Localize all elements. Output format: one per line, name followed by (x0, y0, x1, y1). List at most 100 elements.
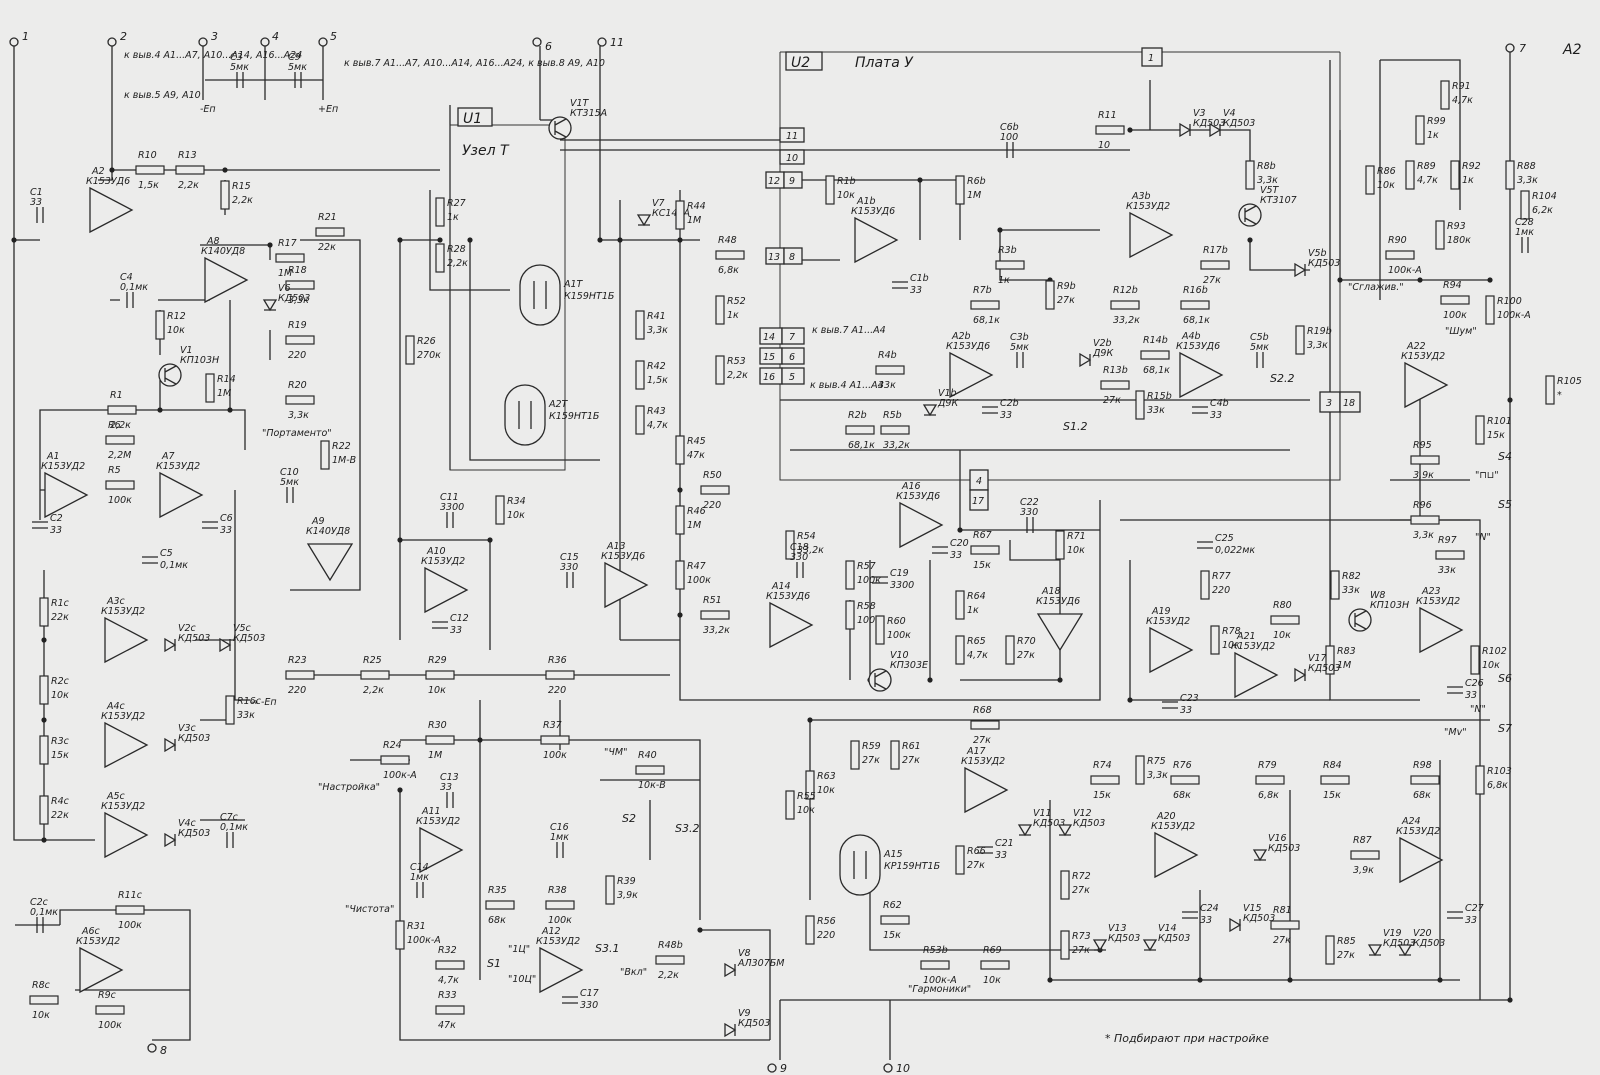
diode-symbol (219, 637, 232, 653)
component-value: 1М (217, 388, 231, 399)
resistor-symbol (970, 545, 1000, 555)
component-value: 15к (883, 930, 901, 941)
component-value: 3,3к (288, 295, 309, 306)
connector-11-label: 11 (786, 131, 798, 142)
capacitor-symbol (1026, 517, 1034, 533)
component-value: 2,2к (447, 258, 468, 269)
component-ref: A5c (106, 791, 126, 802)
capacitor-symbol (432, 621, 448, 629)
component-value: 4,7к (967, 650, 988, 661)
connector-8 (783, 247, 803, 265)
opamp-symbol (769, 601, 814, 649)
component-value: 3,9к (1413, 470, 1434, 481)
label-portamento: "Портаменто" (262, 428, 332, 439)
connector-5 (781, 367, 805, 385)
transistor-pair-symbol (519, 264, 561, 326)
switch-s1: S1 (487, 957, 501, 970)
component-ref: R47 (687, 561, 706, 572)
component-ref: R12b (1113, 285, 1138, 296)
label-saw2: "N" (1470, 704, 1486, 715)
resistor-symbol (850, 740, 860, 770)
component-value: 100 (1000, 132, 1018, 143)
board-u1-box (457, 107, 493, 127)
component-value: Д9К (937, 398, 959, 409)
component-ref: V11 (1033, 808, 1052, 819)
capacitor-symbol (1447, 686, 1463, 694)
opamp-symbol (419, 826, 464, 874)
component-ref: R78 (1222, 626, 1241, 637)
resistor-symbol (845, 425, 875, 435)
component-ref: R31 (407, 921, 426, 932)
opamp-symbol (1154, 831, 1199, 879)
component-ref: R93 (1447, 221, 1466, 232)
component-ref: R104 (1532, 191, 1557, 202)
resistor-symbol (1440, 295, 1470, 305)
connector-17-label: 17 (972, 496, 984, 507)
switch-s3-1: S3.1 (595, 942, 619, 955)
label-cap-1u: "1Ц" (508, 944, 530, 955)
component-ref: V1 (180, 345, 193, 356)
junction-dot (157, 407, 163, 413)
terminal-row: 1 2 3 4 5 6 11 7 A2 8 9 10 (9, 30, 1582, 1075)
component-ref: R90 (1388, 235, 1407, 246)
transistor-symbol (1348, 608, 1372, 632)
label-garmoniki: "Гармоники" (908, 984, 971, 995)
component-value: 22к (318, 242, 336, 253)
component-ref: V8 (738, 948, 751, 959)
component-value: К153УД6 (851, 206, 895, 217)
resistor-symbol (955, 590, 965, 620)
transistor-symbol (868, 668, 892, 692)
component-value: 10к (1377, 180, 1395, 191)
component-value: 33 (30, 197, 42, 208)
footnote: * Подбирают при настройке (1105, 1032, 1269, 1045)
resistor-symbol (1545, 375, 1555, 405)
component-ref: A21 (1236, 631, 1256, 642)
component-ref: R41 (647, 311, 666, 322)
component-value: 27к (967, 860, 985, 871)
junction-dot (109, 167, 115, 173)
component-ref: R97 (1438, 535, 1457, 546)
resistor-symbol (435, 197, 445, 227)
component-value: 1,5к (647, 375, 668, 386)
notes: к выв.4 A1...A7, A10...A14, A16...A24 к … (124, 50, 1269, 1045)
component-ref: R55 (797, 791, 816, 802)
component-ref: A15 (883, 849, 903, 860)
component-value: 27к (1017, 650, 1035, 661)
capacitor-symbol (286, 487, 294, 503)
component-value: 0,1мк (220, 822, 248, 833)
component-ref: R34 (507, 496, 526, 507)
label-mw: "Мv" (1444, 727, 1467, 738)
terminal-9-label: 9 (780, 1062, 787, 1075)
resistor-symbol (425, 735, 455, 745)
resistor-symbol (425, 670, 455, 680)
terminal-4 (260, 37, 270, 47)
component-ref: R105 (1557, 376, 1582, 387)
component-value: 68к (488, 915, 506, 926)
connector-4-label: 4 (976, 476, 982, 487)
component-value: 33 (1180, 705, 1192, 716)
switch-s7: S7 (1498, 722, 1512, 735)
component-value: 100к-А (407, 935, 441, 946)
component-value: 27к (1072, 885, 1090, 896)
